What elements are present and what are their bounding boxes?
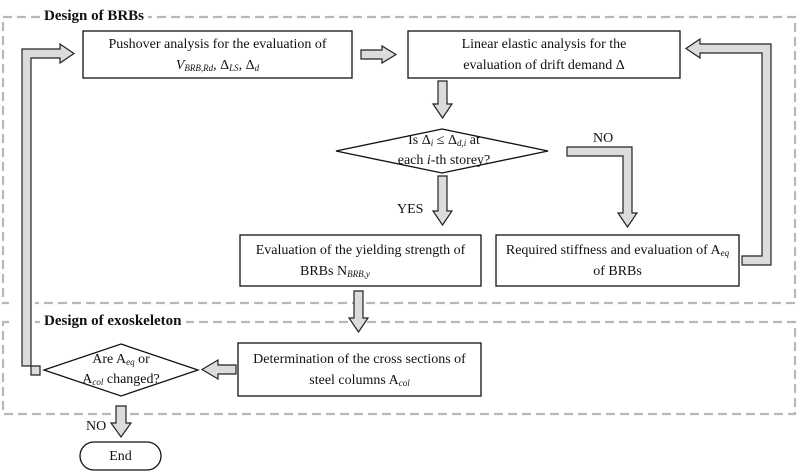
- arrow-changed-no-to-end: [109, 405, 133, 439]
- arrow-stiffness-feedback-to-linear: [684, 37, 772, 266]
- arrow-yielding-to-cross-sections: [347, 290, 370, 334]
- changed-line-2: Acol changed?: [82, 372, 160, 387]
- changed-check-diamond: [41, 343, 201, 397]
- pushover-line-1: Pushover analysis for the evaluation of: [108, 36, 327, 52]
- changed-check-text: Are Aeq or Acol changed?: [66, 349, 176, 391]
- drift-check-line-1: Is Δi ≤ Δd,i at: [408, 133, 480, 148]
- yielding-strength-box: [239, 234, 482, 287]
- yielding-strength-text: Evaluation of the yielding strength of B…: [240, 235, 481, 286]
- end-terminal: [79, 441, 162, 471]
- drift-check-line-2: each i-th storey?: [397, 153, 491, 168]
- drift-check-diamond: [335, 128, 549, 174]
- required-stiffness-box: [495, 234, 740, 287]
- no-label-changed-check: NO: [86, 419, 107, 434]
- arrow-pushover-to-linear: [360, 44, 398, 65]
- linear-elastic-analysis-box: [407, 30, 681, 79]
- arrow-check-yes-to-yielding: [431, 175, 454, 227]
- stiffness-line-1: Required stiffness and evaluation of Aeq: [505, 242, 730, 258]
- required-stiffness-text: Required stiffness and evaluation of Aeq…: [496, 235, 739, 286]
- cross-sections-line-1: Determination of the cross sections of: [253, 351, 466, 367]
- no-label-drift-check: NO: [593, 131, 614, 146]
- cross-sections-box: [237, 342, 482, 397]
- stiffness-line-2: of BRBs: [593, 263, 642, 279]
- region-design-of-exoskeleton: [1, 320, 797, 416]
- arrow-cross-sections-to-changed: [200, 358, 237, 381]
- cross-sections-line-2: steel columns Acol: [309, 372, 410, 388]
- end-terminal-text: End: [109, 448, 132, 464]
- linear-line-2: evaluation of drift demand Δ: [463, 57, 625, 73]
- linear-elastic-analysis-text: Linear elastic analysis for the evaluati…: [408, 31, 680, 78]
- arrow-check-no-to-stiffness: [566, 146, 639, 229]
- arrow-linear-to-check: [431, 80, 454, 120]
- section-title-design-of-exoskeleton: Design of exoskeleton: [40, 313, 186, 330]
- yielding-line-1: Evaluation of the yielding strength of: [255, 242, 466, 258]
- changed-line-1: Are Aeq or: [92, 352, 150, 367]
- pushover-analysis-box: [82, 30, 353, 79]
- yes-label-drift-check: YES: [397, 202, 424, 217]
- pushover-line-2: VBRB,Rd, ΔLS, Δd: [175, 57, 260, 73]
- drift-check-text: Is Δi ≤ Δd,i at each i-th storey?: [370, 130, 518, 172]
- cross-sections-text: Determination of the cross sections of s…: [238, 343, 481, 396]
- pushover-analysis-text: Pushover analysis for the evaluation of …: [83, 31, 352, 78]
- section-title-design-of-brbs: Design of BRBs: [40, 8, 149, 25]
- arrow-changed-feedback-to-pushover: [21, 42, 76, 376]
- region-design-of-brbs: [1, 15, 797, 305]
- linear-line-1: Linear elastic analysis for the: [461, 36, 627, 52]
- yielding-line-2: BRBs NBRB,y: [300, 263, 370, 279]
